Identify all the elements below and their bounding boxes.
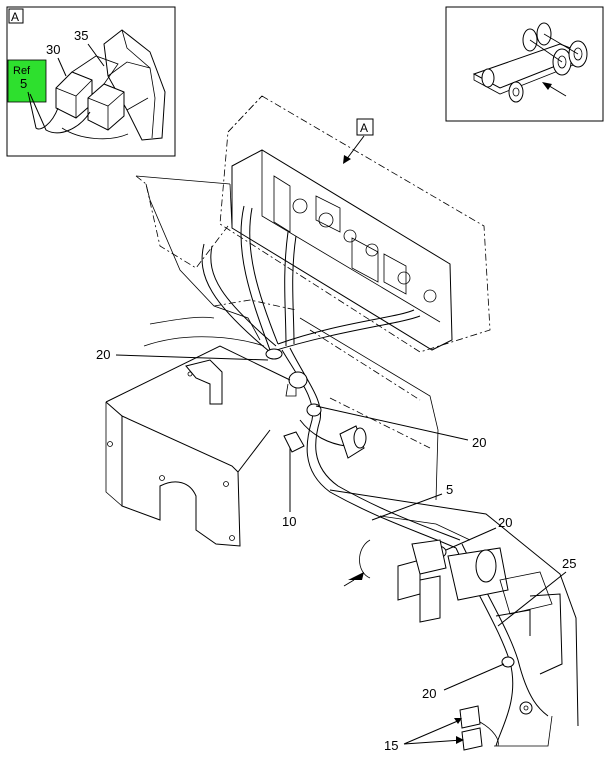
leader-20-left <box>115 354 269 361</box>
callout-20-right: 20 <box>472 435 486 450</box>
callout-5: 5 <box>446 482 453 497</box>
callout-35: 35 <box>74 28 88 43</box>
locator-frame <box>445 6 604 122</box>
cover-box <box>105 345 291 547</box>
dashboard-panel <box>135 175 439 501</box>
detail-a-tag <box>8 8 24 24</box>
detail-a-frame <box>6 6 176 157</box>
truck-chassis-drawing <box>472 22 588 103</box>
ref-leader-b <box>29 93 91 134</box>
callout-15: 15 <box>384 738 398 753</box>
cluster-panel <box>231 149 453 351</box>
ref-5-highlight <box>7 59 47 103</box>
leader-20-tray <box>445 527 497 551</box>
callout-10: 10 <box>282 514 296 529</box>
detail-a-tag-label: A <box>11 10 19 24</box>
harness-clamps <box>265 348 515 668</box>
ref-number: 5 <box>20 76 27 91</box>
ref-label: Ref <box>13 65 31 77</box>
leader-15 <box>403 719 463 745</box>
main-detail-a-label: A <box>360 121 368 135</box>
panel-housing-outline <box>219 95 491 353</box>
lower-console <box>329 489 579 747</box>
callout-20-lower: 20 <box>422 686 436 701</box>
instrument-panel-assembly: A <box>219 95 491 353</box>
leader-25 <box>497 571 567 627</box>
main-detail-a-tag <box>356 118 374 136</box>
callout-20-tray: 20 <box>498 515 512 530</box>
switch-panel-drawing <box>55 29 166 141</box>
callouts: 20 20 5 20 10 25 20 15 <box>96 347 576 753</box>
callout-25: 25 <box>562 556 576 571</box>
leader-5 <box>371 493 443 521</box>
direction-arrow <box>348 572 364 580</box>
leader-35 <box>87 43 105 67</box>
leader-30 <box>57 57 67 77</box>
leader-20-lower <box>443 663 505 691</box>
callout-20-left: 20 <box>96 347 110 362</box>
connector-group-15 <box>459 705 499 751</box>
callout-30: 30 <box>46 42 60 57</box>
detail-a-inset: A Ref 5 30 35 <box>6 6 176 157</box>
truck-locator-inset <box>445 6 604 122</box>
leader-20-right <box>315 405 469 441</box>
